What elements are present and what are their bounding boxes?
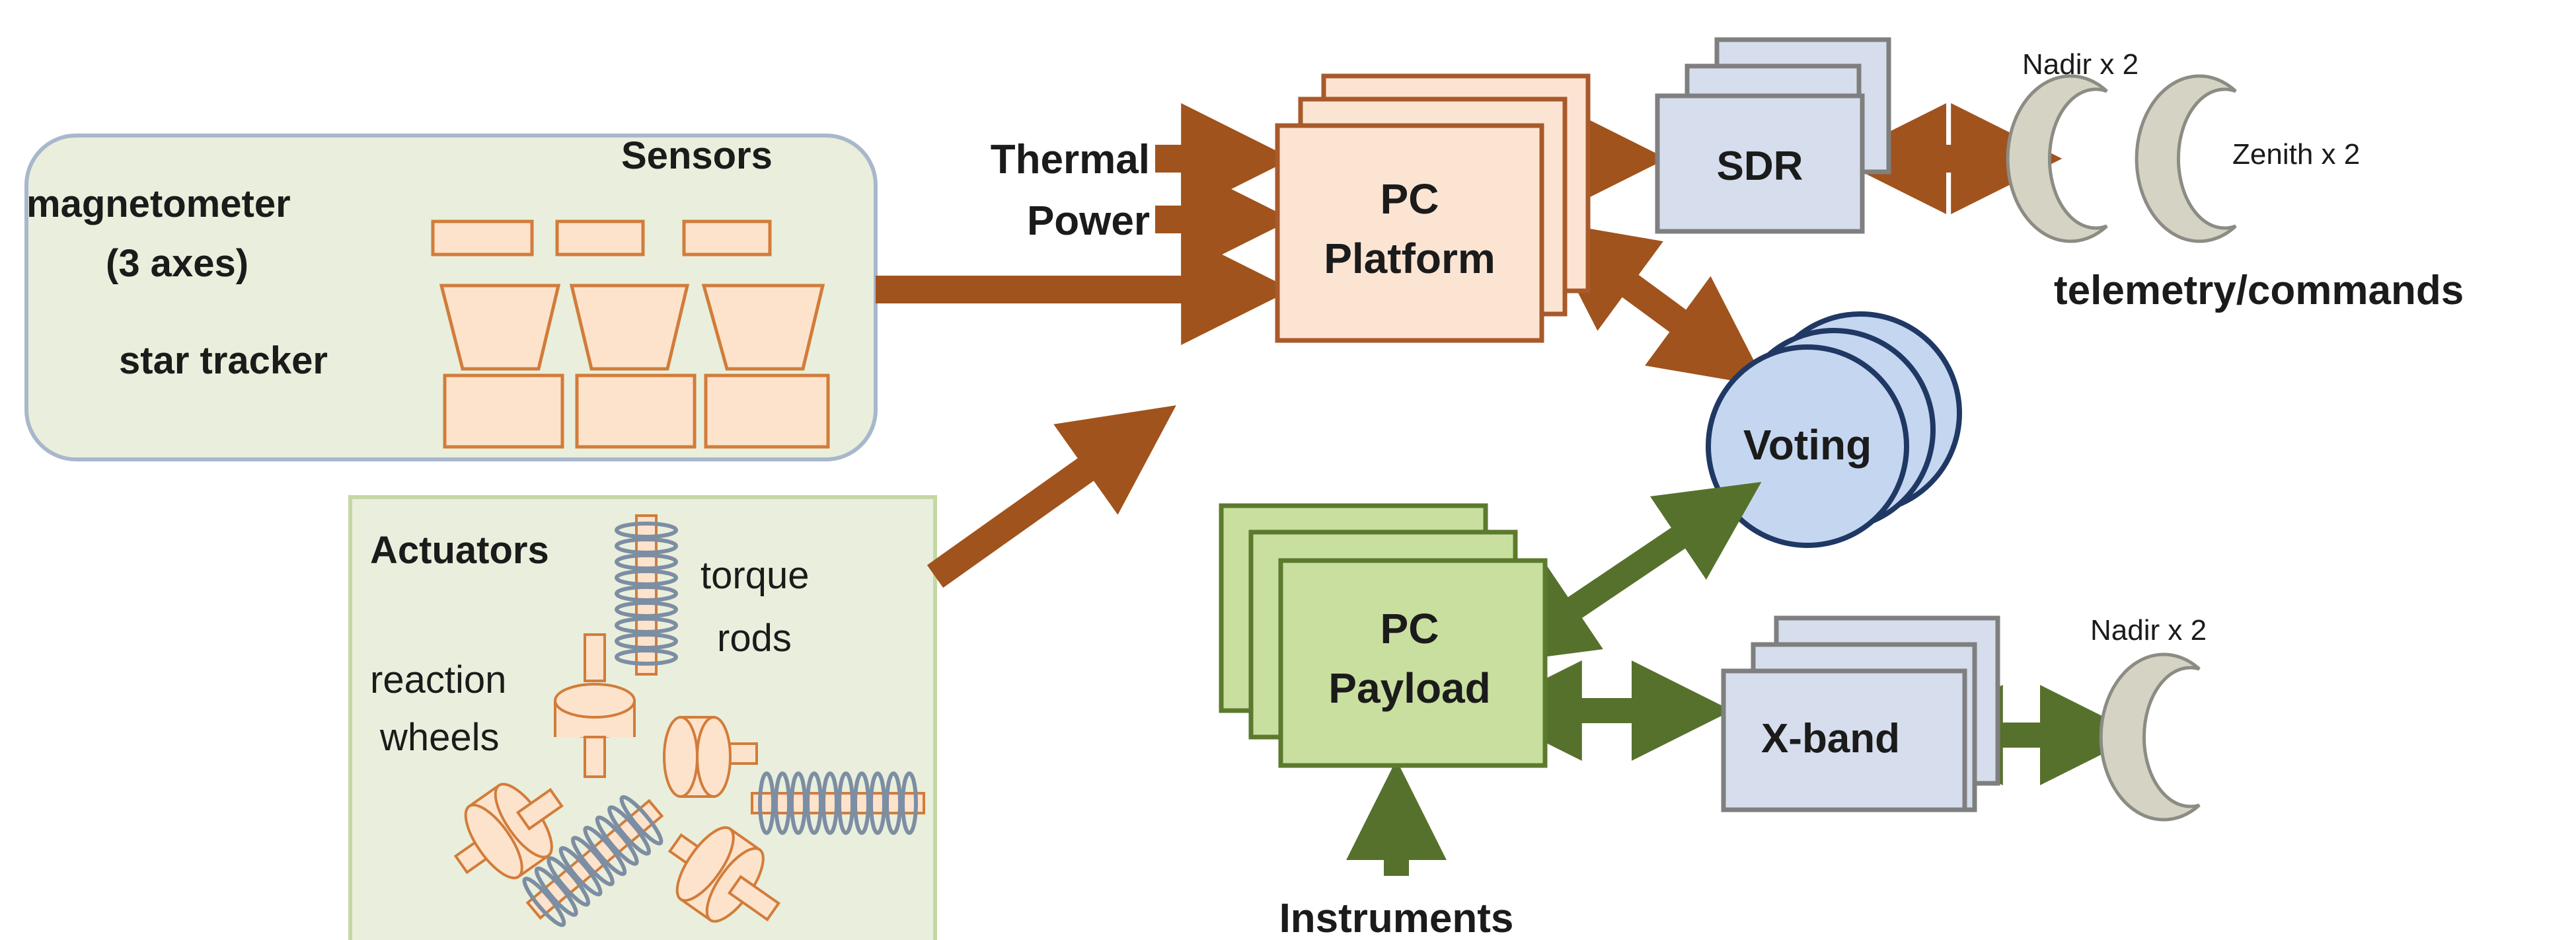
actuators-label: Actuators <box>370 529 549 572</box>
pc-payload-label-1: PC <box>1381 605 1439 652</box>
sdr-label: SDR <box>1717 143 1803 189</box>
reaction-wheel-icon <box>667 826 781 923</box>
telemetry-label: telemetry/commands <box>2054 268 2464 313</box>
pc-payload-stack <box>1219 503 1548 768</box>
magnetometer-axes-label: (3 axes) <box>106 242 248 285</box>
zenith-label: Zenith x 2 <box>2232 138 2360 171</box>
green-connection-arrows <box>1346 482 2140 876</box>
torque-rods-label-1: torque <box>701 554 809 597</box>
xband-label: X-band <box>1761 716 1900 762</box>
torque-rod-icon <box>751 771 925 835</box>
torque-rods-label-2: rods <box>717 617 792 660</box>
pc-platform-label-2: Platform <box>1324 235 1496 282</box>
nadir-top-label: Nadir x 2 <box>2022 48 2139 81</box>
reaction-wheel-icon <box>663 716 758 798</box>
star-tracker-component <box>439 284 830 449</box>
sdr-stack <box>1655 37 1891 234</box>
brown-connection-arrows <box>876 103 2063 588</box>
reaction-wheels-label-1: reaction <box>370 658 506 701</box>
sensors-panel: Sensors magnetometer (3 axes) star track… <box>24 134 878 461</box>
torque-rod-icon <box>615 514 678 676</box>
pc-platform-stack <box>1275 73 1591 343</box>
antenna-dish-icon <box>2099 652 2201 822</box>
torque-rod-icon <box>522 795 664 927</box>
reaction-wheels-label-2: wheels <box>379 716 500 759</box>
reaction-wheel-icon <box>554 633 636 778</box>
voting-label: Voting <box>1743 421 1872 469</box>
payload-voting-arrow <box>1492 482 1762 664</box>
reaction-wheel-icon <box>453 783 564 880</box>
antenna-dish-icon <box>2006 74 2108 243</box>
pc-platform-label-1: PC <box>1381 175 1439 223</box>
sensors-label: Sensors <box>621 134 773 177</box>
power-label: Power <box>1027 198 1150 244</box>
platform-voting-arrow <box>1540 220 1768 387</box>
magnetometer-component <box>431 219 772 256</box>
nadir-bottom-label: Nadir x 2 <box>2090 614 2207 646</box>
magnetometer-label: magnetometer <box>26 182 291 225</box>
instruments-label: Instruments <box>1279 896 1514 940</box>
actuators-panel: Actuators torque rods reaction wheels <box>348 495 937 940</box>
actuators-arrow <box>927 405 1176 588</box>
thermal-label: Thermal <box>991 137 1150 182</box>
antenna-dish-icon <box>2135 74 2237 243</box>
pc-payload-label-2: Payload <box>1328 664 1490 712</box>
xband-stack <box>1721 615 2000 812</box>
star-tracker-label: star tracker <box>119 339 328 382</box>
